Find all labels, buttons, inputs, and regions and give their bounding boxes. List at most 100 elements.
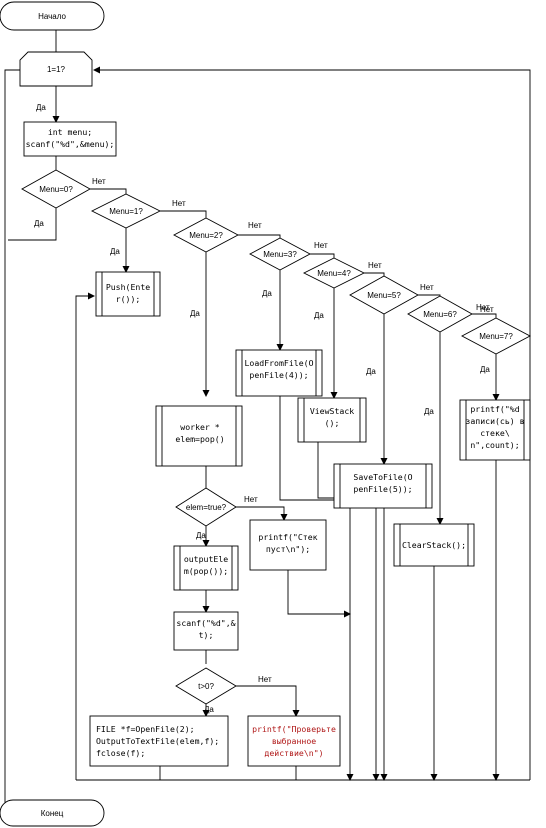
svg-text:n",count);: n",count);	[470, 440, 519, 450]
start-terminal: Начало	[0, 1, 105, 31]
decision-no-label: Нет	[314, 241, 328, 250]
line-load-down	[279, 396, 354, 781]
decision-label: Menu=3?	[263, 250, 297, 259]
decision-menu-0: Menu=0? Да Нет	[21, 169, 106, 228]
count-block: printf("%d записи(сь) в стеке\ n",count)…	[459, 399, 531, 461]
decision-menu-2: Menu=2? Да Нет	[173, 217, 262, 318]
svg-text:printf("%d: printf("%d	[470, 404, 519, 414]
svg-text:int menu;: int menu;	[48, 127, 92, 137]
line-right-return	[93, 66, 531, 780]
svg-text:outputEle: outputEle	[184, 554, 228, 564]
decision-label: Menu=4?	[317, 269, 351, 278]
t-no-label: Нет	[258, 675, 272, 684]
t-check-decision: t>0?	[175, 667, 237, 705]
svg-text:ClearStack();: ClearStack();	[402, 540, 466, 550]
decision-no-label: Нет	[92, 177, 106, 186]
decision-label: Menu=7?	[479, 332, 513, 341]
decision-no-label: Нет	[368, 261, 382, 270]
load-block: LoadFromFile(O penFile(4));	[235, 349, 323, 397]
line-t-no	[236, 685, 300, 717]
svg-text:SaveToFile(O: SaveToFile(O	[353, 472, 412, 482]
svg-text:m(pop());: m(pop());	[184, 566, 228, 576]
t-yes-label: Да	[204, 705, 214, 714]
svg-text:scanf("%d",&: scanf("%d",&	[176, 618, 235, 628]
line-elem-no	[236, 506, 288, 521]
svg-text:elem=true?: elem=true?	[186, 503, 227, 512]
svg-text:действие\n"): действие\n")	[264, 748, 323, 758]
svg-text:стеке\: стеке\	[480, 428, 510, 438]
decision-label: Menu=2?	[189, 231, 223, 240]
svg-text:пуст\n");: пуст\n");	[266, 544, 310, 554]
output-block: outputEle m(pop());	[173, 545, 239, 591]
decision-yes-label: Да	[480, 365, 490, 374]
line-left-return	[75, 292, 95, 780]
decision-menu-7: Menu=7? Да Нет	[461, 305, 531, 374]
push-block: Push(Ente r());	[95, 271, 161, 317]
worker-block: worker * elem=pop()	[155, 405, 243, 467]
elem-check-decision: elem=true?	[175, 487, 237, 527]
line-menu1-no	[160, 210, 207, 218]
decision-yes-label: Да	[34, 219, 44, 228]
decision-yes-label: Да	[314, 311, 324, 320]
loop-condition: 1=1?	[19, 51, 93, 87]
input-block: int menu; scanf("%d",&menu);	[23, 121, 117, 157]
decision-no-label: Нет	[420, 283, 434, 292]
svg-text:penFile(5));: penFile(5));	[353, 484, 412, 494]
view-block: ViewStack ();	[297, 397, 367, 443]
line-empty-return	[287, 570, 351, 618]
svg-text:r());: r());	[116, 294, 141, 304]
decision-no-label: Нет	[172, 199, 186, 208]
svg-text:();: ();	[325, 418, 340, 428]
svg-text:выбранное: выбранное	[272, 736, 316, 746]
decision-group: Menu=0?ДаНетMenu=1?ДаНетMenu=2?ДаНетMenu…	[21, 169, 531, 416]
decision-no-label: Нет	[476, 303, 490, 312]
line-loop-exit	[4, 69, 20, 805]
check-message-block: printf("Проверьте выбранное действие\n")	[247, 715, 341, 767]
connectors	[4, 30, 531, 805]
svg-text:penFile(4));: penFile(4));	[249, 370, 308, 380]
decision-label: Menu=5?	[367, 291, 401, 300]
decision-yes-label: Да	[110, 247, 120, 256]
line-menu0-no	[90, 188, 127, 194]
line-menu0-yes	[8, 208, 57, 241]
svg-text:Конец: Конец	[41, 809, 64, 818]
line-menu2-no	[238, 234, 281, 240]
svg-text:Push(Ente: Push(Ente	[106, 282, 150, 292]
svg-text:записи(сь) в: записи(сь) в	[465, 416, 524, 426]
svg-text:t);: t);	[199, 630, 214, 640]
decision-label: Menu=0?	[39, 185, 73, 194]
clear-block: ClearStack();	[393, 523, 475, 567]
loop-yes-label: Да	[36, 103, 46, 112]
svg-text:Начало: Начало	[38, 12, 66, 21]
decision-label: Menu=1?	[109, 207, 143, 216]
decision-no-label: Нет	[480, 305, 494, 314]
svg-text:fclose(f);: fclose(f);	[96, 748, 145, 758]
scan-t-block: scanf("%d",& t);	[173, 611, 239, 651]
svg-text:1=1?: 1=1?	[47, 65, 66, 74]
decision-menu-3: Menu=3? Да Нет	[249, 237, 328, 298]
decision-label: Menu=6?	[423, 310, 457, 319]
decision-yes-label: Да	[190, 309, 200, 318]
svg-text:worker *: worker *	[180, 422, 220, 432]
empty-message-block: printf("Стек пуст\n");	[249, 519, 327, 571]
end-terminal: Конец	[0, 799, 105, 827]
decision-no-label: Нет	[248, 221, 262, 230]
svg-text:FILE *f=OpenFile(2);: FILE *f=OpenFile(2);	[96, 724, 195, 734]
decision-yes-label: Да	[262, 289, 272, 298]
line-menu3-no	[310, 253, 335, 258]
svg-text:elem=pop(): elem=pop()	[175, 434, 224, 444]
svg-text:t>0?: t>0?	[198, 682, 214, 691]
svg-text:scanf("%d",&menu);: scanf("%d",&menu);	[26, 139, 115, 149]
svg-text:printf("Проверьте: printf("Проверьте	[252, 724, 336, 734]
svg-text:OutputToTextFile(elem,f);: OutputToTextFile(elem,f);	[96, 736, 219, 746]
svg-text:ViewStack: ViewStack	[310, 406, 354, 416]
decision-menu-6: Menu=6? Да Нет	[407, 295, 490, 416]
line-menu6-no	[472, 313, 497, 320]
save-block: SaveToFile(O penFile(5));	[333, 463, 433, 509]
elem-no-label: Нет	[244, 495, 258, 504]
svg-text:LoadFromFile(O: LoadFromFile(O	[244, 358, 313, 368]
decision-menu-4: Menu=4? Да Нет	[302, 257, 382, 320]
file-output-block: FILE *f=OpenFile(2); OutputToTextFile(el…	[89, 715, 229, 767]
svg-text:printf("Стек: printf("Стек	[258, 532, 317, 542]
